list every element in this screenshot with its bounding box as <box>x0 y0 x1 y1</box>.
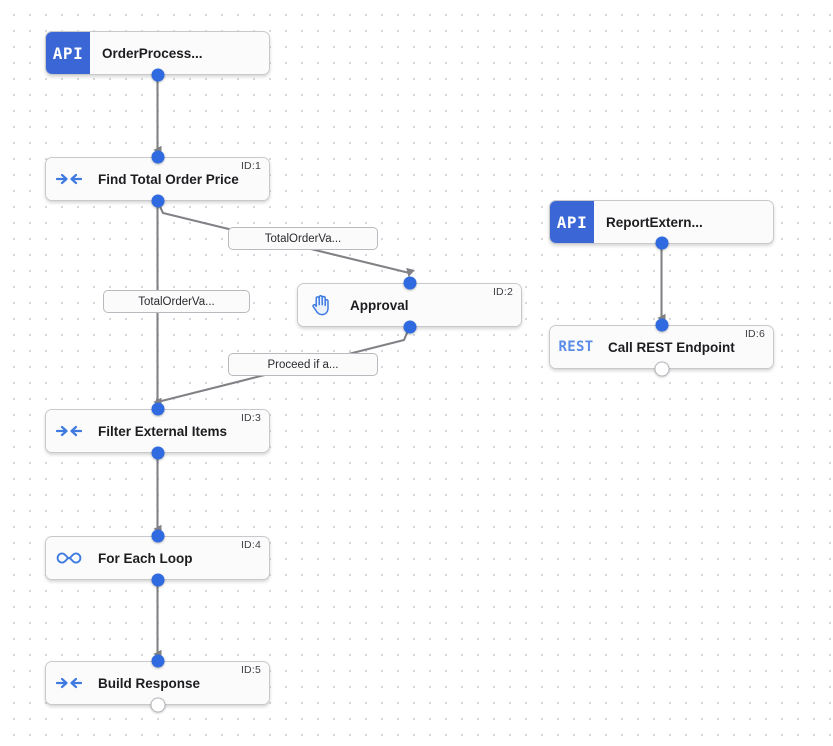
node-for-each-loop[interactable]: For Each Loop ID:4 <box>45 536 270 580</box>
api-badge-icon: API <box>550 201 594 243</box>
api-badge-text: API <box>52 43 84 63</box>
merge-arrows-icon <box>46 171 92 187</box>
node-body: For Each Loop <box>46 537 269 579</box>
node-title: Approval <box>350 297 409 313</box>
api-badge-icon: API <box>46 32 90 74</box>
node-call-rest-endpoint[interactable]: REST Call REST Endpoint ID:6 <box>549 325 774 369</box>
port-build-response-output[interactable] <box>150 697 165 713</box>
node-approval[interactable]: Approval ID:2 <box>297 283 522 327</box>
port-filter-external-items-output[interactable] <box>151 446 164 460</box>
port-for-each-loop-output[interactable] <box>151 573 164 587</box>
edge-label-total-order-value-top[interactable]: TotalOrderVa... <box>228 227 378 250</box>
node-title: Build Response <box>98 675 201 691</box>
node-body: Approval <box>298 284 521 326</box>
api-badge-text: API <box>556 212 588 232</box>
node-title: Find Total Order Price <box>98 171 239 187</box>
port-build-response-input[interactable] <box>151 654 164 668</box>
node-title: OrderProcess... <box>102 45 203 61</box>
hand-icon <box>298 294 344 316</box>
node-body: API ReportExtern... <box>550 201 773 243</box>
node-title: Filter External Items <box>98 423 228 439</box>
node-body: Filter External Items <box>46 410 269 452</box>
merge-arrows-icon <box>46 675 92 691</box>
rest-icon: REST <box>550 339 602 355</box>
port-for-each-loop-input[interactable] <box>151 529 164 543</box>
node-body: Find Total Order Price <box>46 158 269 200</box>
edge-label-proceed-if-approved[interactable]: Proceed if a... <box>228 353 378 376</box>
edge-label-text: TotalOrderVa... <box>264 232 342 245</box>
node-id-tag: ID:1 <box>240 160 261 172</box>
port-call-rest-endpoint-input[interactable] <box>655 318 668 332</box>
node-body: Build Response <box>46 662 269 704</box>
edge-label-total-order-value-left[interactable]: TotalOrderVa... <box>103 290 250 313</box>
port-find-total-order-price-output[interactable] <box>151 194 164 208</box>
node-id-tag: ID:2 <box>492 286 513 298</box>
node-title: Call REST Endpoint <box>608 339 735 355</box>
port-report-extern-output[interactable] <box>655 236 668 250</box>
port-find-total-order-price-input[interactable] <box>151 150 164 164</box>
edge-label-text: TotalOrderVa... <box>138 295 215 308</box>
node-body: REST Call REST Endpoint <box>550 326 773 368</box>
node-id-tag: ID:4 <box>240 539 261 551</box>
node-id-tag: ID:3 <box>240 412 261 424</box>
edge-label-text: Proceed if a... <box>267 358 339 371</box>
node-id-tag: ID:6 <box>744 328 765 340</box>
node-title: ReportExtern... <box>606 214 703 230</box>
node-body: API OrderProcess... <box>46 32 269 74</box>
port-approval-output[interactable] <box>403 320 416 334</box>
node-order-process[interactable]: API OrderProcess... <box>45 31 270 75</box>
port-order-process-output[interactable] <box>151 68 164 82</box>
port-call-rest-endpoint-output[interactable] <box>654 361 669 377</box>
port-approval-input[interactable] <box>403 276 416 290</box>
node-title: For Each Loop <box>98 550 193 566</box>
merge-arrows-icon <box>46 423 92 439</box>
infinity-icon <box>46 550 92 566</box>
node-filter-external-items[interactable]: Filter External Items ID:3 <box>45 409 270 453</box>
node-report-extern[interactable]: API ReportExtern... <box>549 200 774 244</box>
rest-badge-text: REST <box>558 339 594 355</box>
node-id-tag: ID:5 <box>240 664 261 676</box>
port-filter-external-items-input[interactable] <box>151 402 164 416</box>
